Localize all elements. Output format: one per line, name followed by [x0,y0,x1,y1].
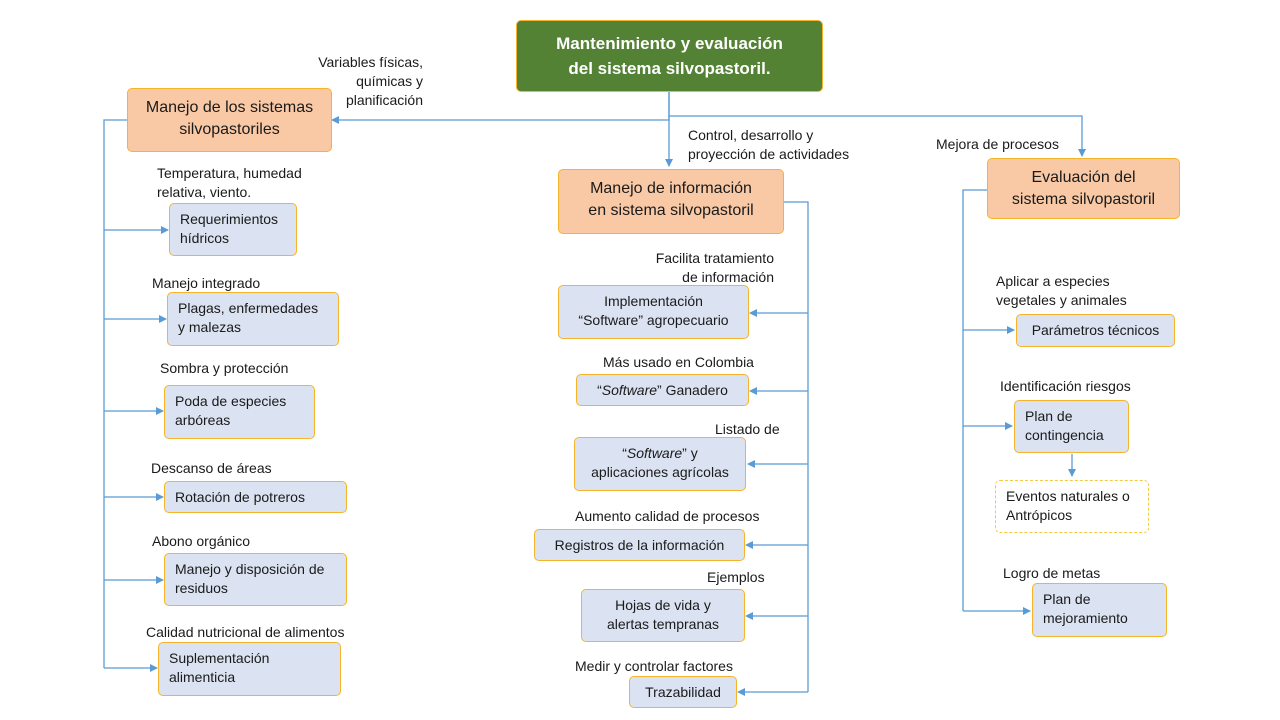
left-box-suplementacion: Suplementación alimenticia [158,642,341,696]
left-box-poda: Poda de especies arbóreas [164,385,315,439]
right-edge-label: Mejora de procesos [936,136,1059,152]
connector-middle-trunk [784,201,809,692]
middle-box-ganadero: “Software” Ganadero [576,374,749,406]
middle-edge-label: Control, desarrollo y proyección de acti… [688,127,850,162]
middle-box-registros: Registros de la información [534,529,745,561]
left-box-rotacion: Rotación de potreros [164,481,347,513]
left-label-5: Abono orgánico [152,533,251,549]
middle-label-6: Medir y controlar factores [575,658,733,674]
left-box-residuos: Manejo y disposición de residuos [164,553,347,606]
middle-box-trazabilidad: Trazabilidad [629,676,737,708]
left-label-3: Sombra y protección [160,360,289,376]
middle-box-aplicaciones: “Software” y aplicaciones agrícolas [574,437,746,491]
left-label-1: Temperatura, humedad relativa, viento. [157,165,302,200]
left-label-6: Calidad nutricional de alimentos [146,624,345,640]
title-line2: del sistema silvopastoril. [568,59,771,78]
right-box-mejoramiento: Plan de mejoramiento [1032,583,1167,637]
left-box-requerimientos: Requerimientos hídricos [169,203,297,256]
connector-title-right [669,115,1086,157]
left-label-4: Descanso de áreas [151,460,272,476]
right-box-parametros: Parámetros técnicos [1016,314,1175,347]
right-label-1: Aplicar a especies vegetales y animales [996,273,1127,308]
middle-label-5: Ejemplos [707,569,765,585]
right-header-box: Evaluación del sistema silvopastoril [987,158,1180,219]
left-header-box: Manejo de los sistemas silvopastoriles [127,88,332,152]
connector-left-trunk [103,119,128,668]
middle-label-3: Listado de [715,421,780,437]
middle-header-box: Manejo de información en sistema silvopa… [558,169,784,234]
left-edge-label: Variables físicas, químicas y planificac… [318,54,423,108]
middle-box-implementacion: Implementación “Software” agropecuario [558,285,749,339]
right-box-contingencia: Plan de contingencia [1014,400,1129,453]
left-box-plagas: Plagas, enfermedades y malezas [167,292,339,346]
right-label-3: Logro de metas [1003,565,1101,581]
title-line1: Mantenimiento y evaluación [556,34,783,53]
left-label-2: Manejo integrado [152,275,261,291]
right-box-eventos: Eventos naturales o Antrópicos [995,480,1149,533]
middle-label-4: Aumento calidad de procesos [575,508,760,524]
connector-right-trunk [962,189,987,611]
right-label-2: Identificación riesgos [1000,378,1131,394]
middle-label-1: Facilita tratamiento de información [655,250,774,285]
middle-label-2: Más usado en Colombia [603,354,754,370]
middle-box-hojas: Hojas de vida y alertas tempranas [581,589,745,642]
title-box: Mantenimiento y evaluación del sistema s… [516,20,823,92]
